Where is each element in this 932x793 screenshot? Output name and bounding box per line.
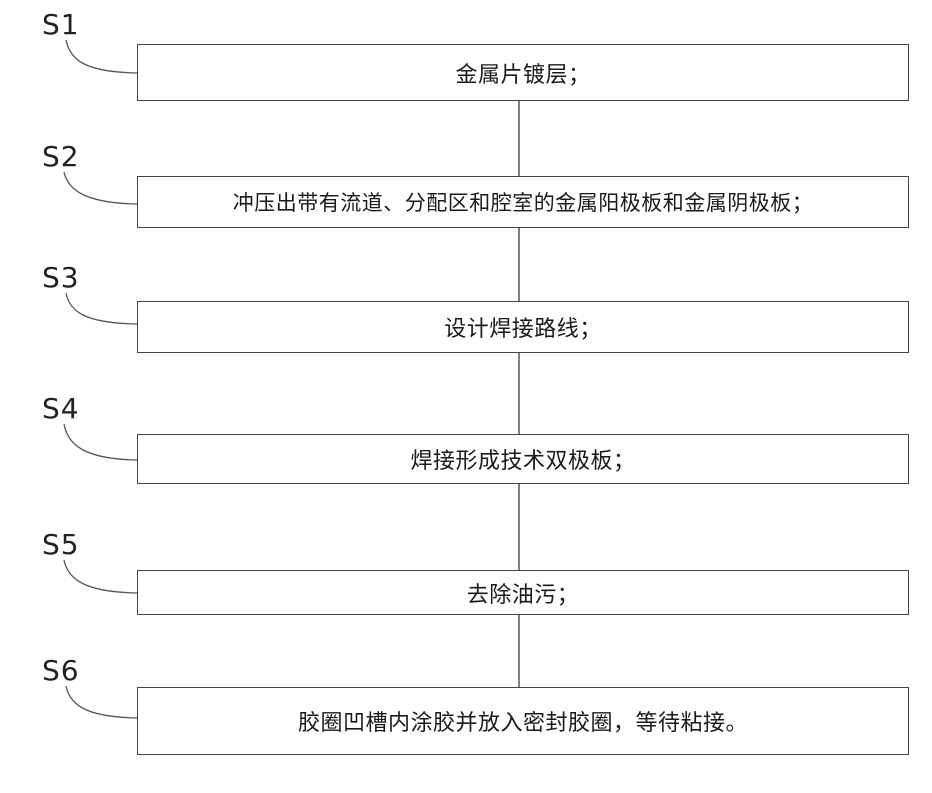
step-label-s4: S4 — [42, 392, 80, 425]
step-label-s3: S3 — [42, 261, 80, 294]
step-label-s6: S6 — [42, 654, 80, 687]
step-text-s5: 去除油污； — [467, 577, 580, 609]
step-text-s1: 金属片镀层； — [455, 57, 590, 89]
step-box-s5: 去除油污； — [137, 570, 909, 615]
step-box-s4: 焊接形成技术双极板； — [137, 434, 909, 484]
step-text-s3: 设计焊接路线； — [444, 311, 602, 343]
step-label-s5: S5 — [42, 528, 80, 561]
step-box-s3: 设计焊接路线； — [137, 301, 909, 353]
step-label-s1: S1 — [42, 8, 80, 41]
step-box-s2: 冲压出带有流道、分配区和腔室的金属阳极板和金属阴极板； — [137, 176, 909, 228]
step-box-s6: 胶圈凹槽内涂胶并放入密封胶圈，等待粘接。 — [137, 687, 909, 755]
leader-line-s3 — [66, 293, 137, 324]
leader-line-s5 — [64, 560, 137, 593]
step-text-s2: 冲压出带有流道、分配区和腔室的金属阳极板和金属阴极板； — [233, 187, 814, 217]
step-box-s1: 金属片镀层； — [137, 44, 909, 101]
leader-line-s1 — [66, 40, 137, 73]
leader-line-s6 — [66, 686, 137, 718]
step-text-s4: 焊接形成技术双极板； — [410, 443, 635, 475]
leader-line-s2 — [64, 172, 137, 204]
step-text-s6: 胶圈凹槽内涂胶并放入密封胶圈，等待粘接。 — [298, 705, 748, 737]
leader-line-s4 — [64, 424, 137, 460]
step-label-s2: S2 — [42, 140, 80, 173]
